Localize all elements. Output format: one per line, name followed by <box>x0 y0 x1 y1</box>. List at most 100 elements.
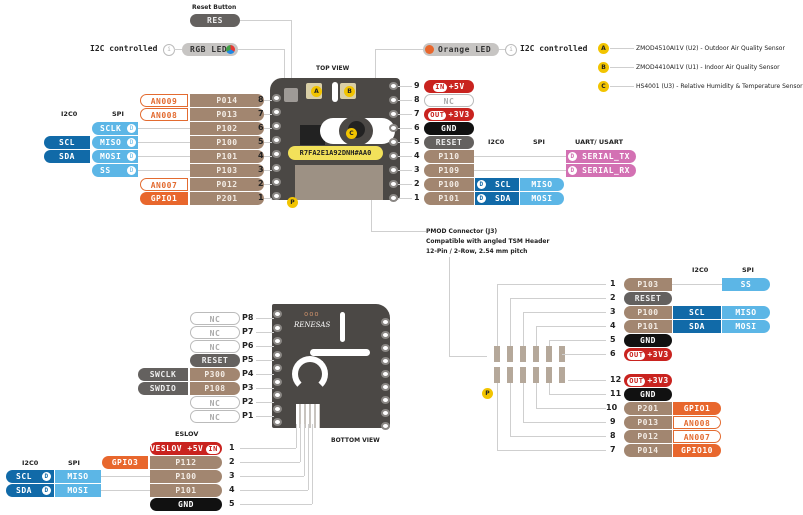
direction-icon: D <box>127 138 136 147</box>
pin-hole <box>273 377 282 386</box>
pin-i2c: SCL <box>44 136 90 149</box>
tsm-pad <box>507 367 513 383</box>
connector-line <box>296 424 297 448</box>
tsm-pad <box>494 367 500 383</box>
connector-line <box>568 380 606 381</box>
pin-number: 6 <box>414 123 420 132</box>
connector-line <box>256 318 274 319</box>
uart-header: UART/ USART <box>575 138 624 146</box>
info-icon[interactable]: i <box>505 44 517 56</box>
pin-number: 5 <box>258 137 264 146</box>
direction-tag: OUT <box>428 111 447 120</box>
pin-hole <box>381 357 390 365</box>
i2c-header: I2C0 <box>22 459 39 467</box>
pin-pwr: OUT+3V3 <box>424 108 474 121</box>
pin-label: GND <box>178 500 194 509</box>
eslov-title: ESLOV <box>175 430 199 438</box>
pin-number: 8 <box>258 95 264 104</box>
pin-spi: MISO <box>520 178 564 191</box>
pin-port: P012 <box>624 430 672 443</box>
connector-line <box>138 142 190 143</box>
info-icon[interactable]: i <box>163 44 175 56</box>
pin-nc: NC <box>424 94 474 107</box>
connector-line <box>523 312 606 313</box>
pin-number: P1 <box>242 411 254 420</box>
pin-i2c: SCL <box>673 306 721 319</box>
pin-hole <box>272 192 281 200</box>
tsm-pad <box>494 346 500 362</box>
i2c-header: I2C0 <box>692 266 709 274</box>
pin-label: P110 <box>438 152 460 161</box>
pin-number: P4 <box>242 369 254 378</box>
pin-port: P110 <box>424 150 474 163</box>
connector-line <box>256 360 274 361</box>
legend-badge: A <box>598 43 609 54</box>
connector-line <box>610 86 634 87</box>
i2c-label: SCL <box>16 472 32 481</box>
connector-line <box>523 383 524 422</box>
pin-port: P112 <box>150 456 222 469</box>
pin-number: 7 <box>610 445 616 454</box>
pin-label: +5V <box>448 82 465 91</box>
pin-gnd: GND <box>424 122 474 135</box>
connector-line <box>398 170 412 171</box>
pin-number: 7 <box>414 109 420 118</box>
pin-alt-function: AN009 <box>140 94 188 107</box>
connector-line <box>256 332 274 333</box>
sensor-b-badge: B <box>344 86 355 97</box>
pin-hole <box>273 337 282 345</box>
direction-icon: D <box>42 472 51 481</box>
connector-line <box>398 128 412 129</box>
pin-number: 5 <box>414 137 420 146</box>
pin-number: 6 <box>610 349 616 358</box>
connector-line <box>610 67 634 68</box>
pin-label: P101 <box>175 486 197 495</box>
pin-number: 4 <box>229 485 235 494</box>
spi-label: MISO <box>100 138 122 147</box>
orange-led-label: Orange LED <box>423 43 499 56</box>
pin-hole <box>272 108 281 116</box>
pin-label: P014 <box>637 446 659 455</box>
pin-i2c: SCL D <box>6 470 54 483</box>
pin-hole <box>381 318 390 326</box>
i2c-header: I2C0 <box>488 138 505 146</box>
pin-port: P101 <box>424 192 474 205</box>
connector-line <box>312 424 313 504</box>
direction-tag: IN <box>206 445 220 454</box>
pin-label: +3V3 <box>448 110 470 119</box>
connector-line <box>101 476 150 477</box>
chip-label: R7FA2E1A92DNH#AA0 <box>288 146 383 160</box>
pin-number: 1 <box>229 443 235 452</box>
pin-hole <box>272 164 281 172</box>
legend-text: ZMOD4510AI1V (U2) - Outdoor Air Quality … <box>636 45 785 52</box>
reset-button[interactable] <box>284 88 298 102</box>
pin-number: 8 <box>610 431 616 440</box>
pin-label: P100 <box>438 180 460 189</box>
pin-hole <box>272 150 281 158</box>
uart-label: SERIAL_TX <box>582 152 630 161</box>
pin-gray: RESET <box>190 354 240 367</box>
pin-port: P300 <box>190 368 240 381</box>
pin-gnd: GND <box>624 388 672 401</box>
pin-label: P101 <box>637 322 659 331</box>
pin-number: P3 <box>242 383 254 392</box>
connector-line <box>101 490 150 491</box>
pin-label: P201 <box>637 404 659 413</box>
pin-number: 2 <box>610 293 616 302</box>
pin-number: 11 <box>610 389 622 398</box>
pin-number: 2 <box>258 179 264 188</box>
connector-line <box>256 416 274 417</box>
connector-line <box>256 402 274 403</box>
connector-line <box>264 100 272 101</box>
pin-spi: SCLK <box>92 122 138 135</box>
pin-number: P2 <box>242 397 254 406</box>
connector-line <box>610 48 634 49</box>
connector-line <box>240 504 312 505</box>
pin-number: P5 <box>242 355 254 364</box>
reset-button-caption: Reset Button <box>192 4 237 11</box>
connector-line <box>398 100 412 101</box>
pin-number: 10 <box>606 403 618 412</box>
pin-label: GND <box>640 336 656 345</box>
